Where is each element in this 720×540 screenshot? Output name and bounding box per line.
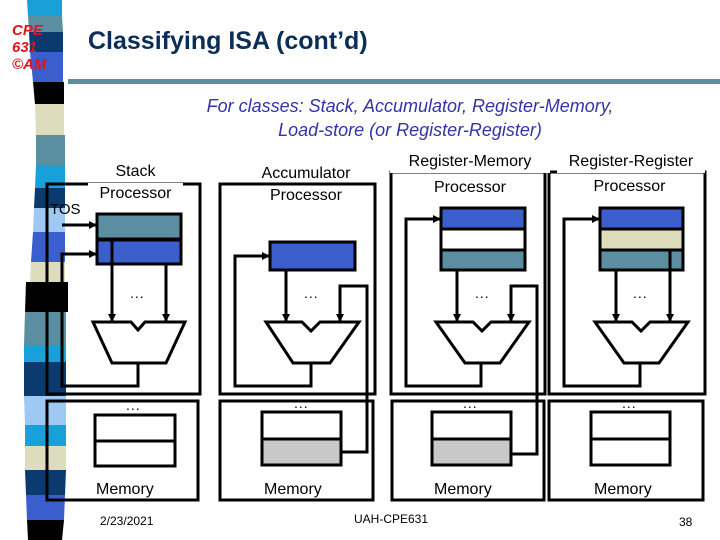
subtitle-line: For classes: Stack, Accumulator, Registe… [206,96,614,116]
acc-mem-ellipsis: ... [294,395,309,411]
regmem-memory-box [390,399,546,502]
stack-tos-register [95,212,183,241]
stack-next-register [95,238,183,266]
accumulator-processor-box [218,182,377,396]
stack-result-path [60,250,140,388]
heading-line: Processor [269,187,343,204]
page-number: 38 [679,515,693,529]
regmem-memory-label: Memory [434,481,492,498]
footer-date: 2/23/2021 [100,514,154,528]
regreg-proc-ellipsis: ... [633,285,648,301]
regreg-memory-box [547,399,705,502]
accumulator-heading: Accumulator Processor [236,163,376,207]
regmem-register-2 [439,227,527,252]
regreg-mem-ellipsis: ... [622,395,637,411]
register-memory-panel [389,170,547,502]
logo-line: 631 [12,39,38,56]
regreg-alu [592,320,691,365]
regmem-memory-operand [507,284,539,456]
stack-heading: Stack Processor [88,161,183,205]
acc-memory-label: Memory [264,481,322,498]
title-divider [68,79,720,84]
stack-alu [90,320,188,365]
heading-line: Processor [88,183,183,205]
regmem-mem-ellipsis: ... [463,395,478,411]
heading-line: Processor [433,179,507,196]
strip-bands [24,0,68,540]
stack-panel [45,182,202,502]
stack-memory-cell-2 [93,439,177,468]
regmem-proc-ellipsis: ... [475,285,490,301]
heading-line: Accumulator [261,165,351,182]
heading-line: Register-Memory [390,151,550,173]
stack-mem-ellipsis: ... [126,397,141,413]
accumulator-result-path [233,252,313,388]
regreg-register-1 [598,206,685,231]
stack-proc-ellipsis: ... [130,285,145,301]
regmem-register-3 [439,248,527,272]
stack-memory-label: Memory [96,481,154,498]
regmem-memory-cell-1 [430,410,513,441]
regreg-heading: Register-Register Processor [553,151,718,198]
regreg-memory-cell-2 [589,437,672,467]
regreg-register-2 [598,227,685,252]
regmem-alu [433,320,532,365]
slide-subtitle: For classes: Stack, Accumulator, Registe… [110,94,710,142]
accumulator-memory-cell-2 [260,437,343,467]
acc-proc-ellipsis: ... [304,285,319,301]
accumulator-panel [218,182,377,502]
regmem-memory-cell-2 [430,437,513,467]
regreg-memory-cell-1 [589,410,672,441]
slide-title: Classifying ISA (cont’d) [88,27,368,55]
subtitle-line: Load-store (or Register-Register) [278,120,542,140]
heading-line: Register-Register [557,151,705,173]
accumulator-register [268,240,357,272]
regreg-register-3 [598,248,685,272]
logo-line: CPE [12,22,43,39]
accumulator-memory-box [218,399,375,502]
regmem-register-1 [439,206,527,231]
footer-course: UAH-CPE631 [354,512,429,526]
regreg-memory-label: Memory [594,481,652,498]
course-logo: CPE 631 ©AM [12,22,46,73]
accumulator-memory-operand [336,284,369,454]
accumulator-memory-cell-1 [260,410,343,441]
heading-line: Stack [115,163,156,180]
register-register-panel [547,170,707,502]
regreg-result-path [562,215,642,388]
tos-label: TOS [50,201,81,218]
regmem-heading: Register-Memory Processor [390,151,550,199]
regmem-result-path [404,215,483,388]
accumulator-alu [263,320,362,365]
stack-memory-box [45,399,200,502]
stack-memory-cell-1 [93,413,177,443]
heading-line: Processor [593,178,666,195]
logo-line: ©AM [12,56,47,73]
